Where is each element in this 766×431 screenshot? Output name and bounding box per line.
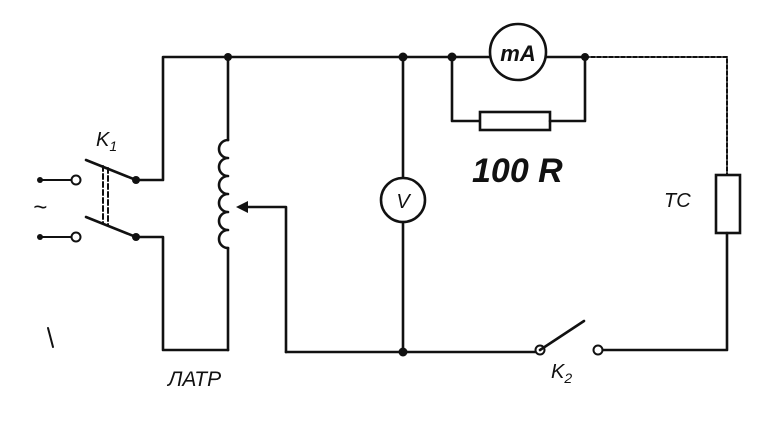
switch-k1: [84, 158, 140, 241]
k2-label: K2: [551, 361, 572, 386]
autotransformer-label: ЛАТР: [166, 368, 221, 391]
input-wires: [134, 55, 230, 352]
heater-tc: [584, 56, 742, 352]
milliammeter: [488, 22, 548, 82]
shunt-resistor: [450, 55, 587, 132]
milliammeter-label: mA: [500, 41, 535, 66]
resistor-value-label: 100 R: [472, 152, 563, 190]
voltmeter: [379, 55, 427, 354]
k1-label: K1: [96, 129, 117, 154]
heater-label: TC: [664, 190, 691, 212]
switch-k2: [534, 319, 604, 356]
ac-input-terminals: [37, 174, 82, 243]
voltmeter-label: V: [396, 191, 411, 213]
stray-mark: [47, 327, 54, 348]
ac-symbol: ~: [33, 194, 47, 221]
autotransformer: [217, 53, 288, 354]
